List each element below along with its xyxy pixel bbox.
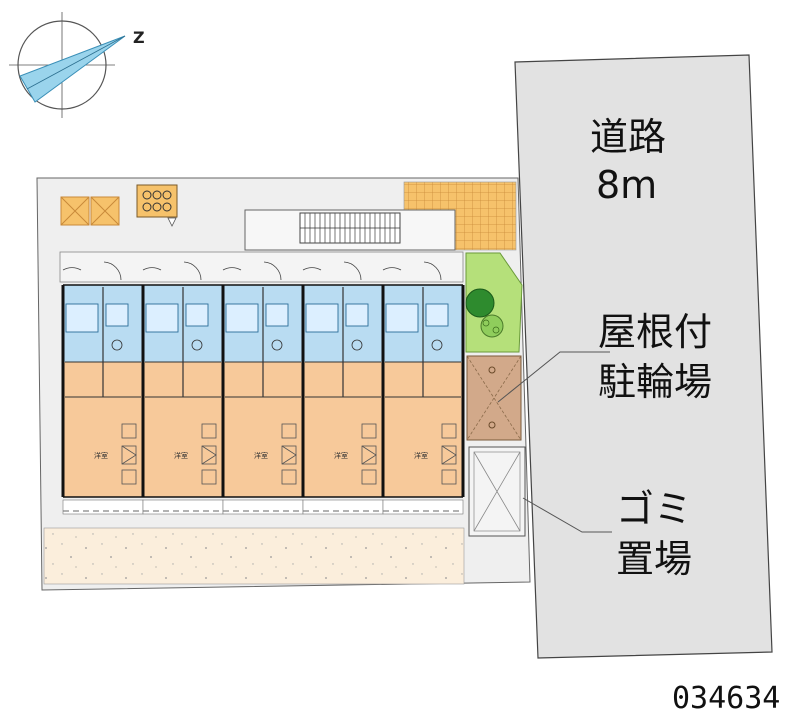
road xyxy=(514,54,773,659)
garbage-label-line1: ゴミ xyxy=(616,487,692,531)
unit: 洋室 xyxy=(301,261,385,515)
paving-strip xyxy=(43,527,465,585)
balcony xyxy=(142,499,224,515)
staircase xyxy=(244,209,456,251)
planting-area xyxy=(465,252,523,353)
room-label: 洋室 xyxy=(254,451,268,460)
meter-box xyxy=(136,184,178,227)
balcony xyxy=(382,499,464,515)
balcony xyxy=(62,499,144,515)
tree xyxy=(465,288,495,318)
leader-lines xyxy=(497,351,612,533)
room-label: 洋室 xyxy=(334,451,348,460)
utility-boxes xyxy=(60,196,120,226)
compass: Z xyxy=(9,12,145,118)
garbage-label-line2: 置場 xyxy=(616,537,692,581)
compass-needle xyxy=(19,35,126,103)
bike-parking-area xyxy=(466,355,522,441)
room-label: 洋室 xyxy=(94,451,108,460)
compass-north-mark: Z xyxy=(133,28,145,47)
road-label: 道路 xyxy=(590,115,666,159)
road-width-label: 8m xyxy=(596,163,657,207)
unit: 洋室 xyxy=(61,261,145,515)
corridor xyxy=(59,251,464,283)
bike-parking-label-line1: 屋根付 xyxy=(598,310,712,354)
unit: 洋室 xyxy=(221,261,305,515)
balcony xyxy=(302,499,384,515)
property-code: 034634 xyxy=(672,681,780,716)
unit: 洋室 xyxy=(141,261,225,515)
balcony xyxy=(222,499,304,515)
garbage-area xyxy=(468,446,526,537)
unit: 洋室 xyxy=(381,261,465,515)
room-label: 洋室 xyxy=(174,451,188,460)
bike-parking-label-line2: 駐輪場 xyxy=(598,360,712,404)
room-label: 洋室 xyxy=(414,451,428,460)
shrub xyxy=(480,314,504,338)
